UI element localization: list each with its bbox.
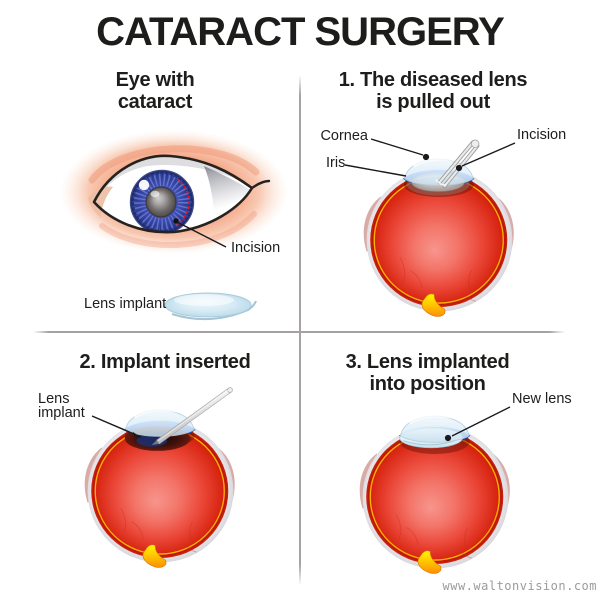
label-lens-implant-q1: Lens implant <box>84 296 167 312</box>
heading-line: cataract <box>117 91 193 113</box>
iris-spokes <box>134 174 190 230</box>
heading-line: 1. The diseased lens <box>338 69 528 91</box>
lens-implant-icon <box>164 292 257 321</box>
tear-duct <box>88 186 113 218</box>
eyeball-step1-illustration <box>362 139 515 318</box>
horizontal-divider <box>33 331 565 333</box>
heading-step-1: 1. The diseased lens is pulled out <box>310 69 556 113</box>
heading-eye-with-cataract: Eye with cataract <box>30 69 280 113</box>
watermark: www.waltonvision.com <box>442 579 597 593</box>
label-cornea: Cornea <box>320 128 368 144</box>
page-title: CATARACT SURGERY <box>96 10 505 54</box>
outer-corner-lash <box>250 179 271 190</box>
label-line: Lens <box>38 391 70 407</box>
eye-interior <box>94 155 252 233</box>
heading-step-2: 2. Implant inserted <box>40 351 290 373</box>
upper-lid-crease <box>88 145 260 184</box>
lower-lid-crease <box>99 211 257 248</box>
iris-spokes-outer <box>131 171 193 233</box>
leader-lens-implant-q3 <box>91 415 135 435</box>
incision-dot-q2 <box>455 164 463 172</box>
leader-iris <box>344 164 407 177</box>
iris-rim <box>129 169 195 233</box>
label-lens-implant-q3: Lens implant <box>38 391 85 421</box>
label-iris: Iris <box>326 155 346 171</box>
new-lens-dot <box>444 434 452 442</box>
leader-cornea <box>370 138 424 156</box>
callout-dots <box>132 153 463 442</box>
lens-implant-highlight <box>174 294 234 306</box>
cornea-dot <box>422 153 430 161</box>
heading-step-3: 3. Lens implanted into position <box>305 351 550 395</box>
pupil-rim <box>145 186 177 218</box>
lens-implant-arrowhead <box>132 431 142 438</box>
heading-line: is pulled out <box>376 91 490 113</box>
heading-line: Eye with <box>115 69 195 91</box>
corner-shadow-wedge <box>204 166 250 210</box>
heading-line: 2. Implant inserted <box>79 351 251 373</box>
label-incision-q2: Incision <box>517 127 567 143</box>
vertical-divider <box>299 75 301 585</box>
leader-new-lens <box>451 406 511 437</box>
leader-incision-q1 <box>176 221 227 248</box>
label-incision-q1: Incision <box>231 240 281 256</box>
callout-leader-lines <box>91 138 516 437</box>
incision-dashed-arc <box>176 178 190 226</box>
eyeball-step2-illustration <box>83 387 236 569</box>
eye-with-cataract-illustration <box>60 130 288 254</box>
heading-line: into position <box>369 373 486 395</box>
injector-tool-icon <box>151 387 233 446</box>
leader-incision-q2 <box>461 142 516 167</box>
heading-line: 3. Lens implanted <box>345 351 510 373</box>
eyeball-step3-illustration <box>358 414 511 575</box>
eye-highlight-dot <box>138 179 150 191</box>
cornea-dome <box>399 414 471 444</box>
label-new-lens: New lens <box>512 391 572 407</box>
label-line: implant <box>38 404 85 421</box>
upper-lid-shadow <box>94 155 252 202</box>
pupil-gloss <box>150 190 160 198</box>
